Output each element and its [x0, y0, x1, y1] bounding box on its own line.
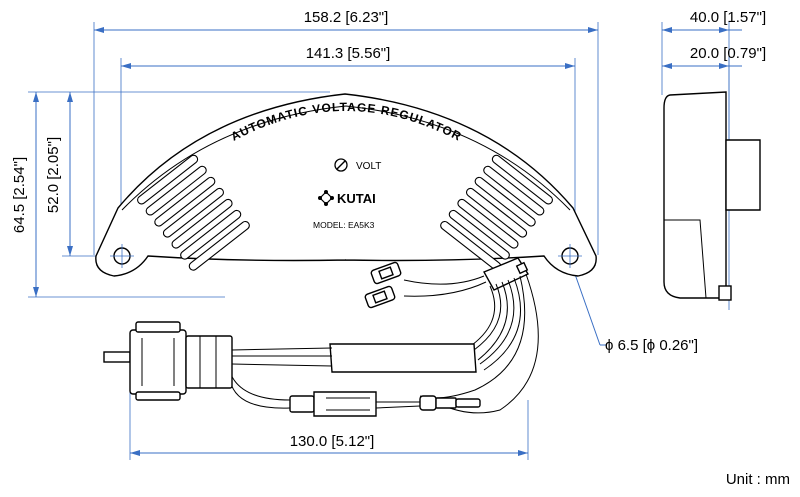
brand-logo-icon [318, 190, 334, 206]
regulator-side-view [663, 91, 761, 301]
dimension-harness-length: 130.0 [5.12"] [130, 433, 528, 456]
hole-spacing-label: 141.3 [5.56"] [306, 45, 391, 62]
dimension-side-depth: 40.0 [1.57"] [662, 9, 766, 33]
right-vent-slots [440, 154, 553, 271]
harness-length-label: 130.0 [5.12"] [290, 433, 375, 450]
left-vent-slots [137, 154, 250, 271]
dimension-hole-spacing: 141.3 [5.56"] [121, 45, 575, 69]
hole-diameter-label: ϕ 6.5 [ϕ 0.26"] [605, 337, 698, 354]
body-height-label: 52.0 [2.05"] [45, 137, 62, 213]
dimension-body-height: 52.0 [2.05"] [45, 92, 73, 256]
top-spade-terminal-2 [364, 285, 396, 309]
dimension-overall-height: 64.5 [2.54"] [11, 92, 39, 297]
brand-name: KUTAI [337, 191, 376, 206]
dimension-side-body-depth: 20.0 [0.79"] [662, 45, 766, 69]
model-label: MODEL: EA5K3 [313, 220, 375, 230]
regulator-front-view: AUTOMATIC VOLTAGE REGULATOR [95, 93, 597, 291]
side-depth-label: 40.0 [1.57"] [690, 9, 766, 26]
main-plug-connector [103, 321, 233, 401]
dimension-overall-width: 158.2 [6.23"] [94, 9, 598, 33]
cable-exit-box [483, 257, 530, 291]
side-body-depth-label: 20.0 [0.79"] [690, 45, 766, 62]
unit-label: Unit : mm [726, 471, 790, 488]
overall-height-label: 64.5 [2.54"] [11, 157, 28, 233]
volt-potentiometer-icon [334, 158, 348, 172]
lower-spade-connector [289, 391, 377, 417]
volt-label: VOLT [356, 161, 381, 172]
overall-width-label: 158.2 [6.23"] [304, 9, 389, 26]
top-spade-terminal-1 [370, 261, 402, 285]
lower-male-spade [419, 395, 481, 411]
